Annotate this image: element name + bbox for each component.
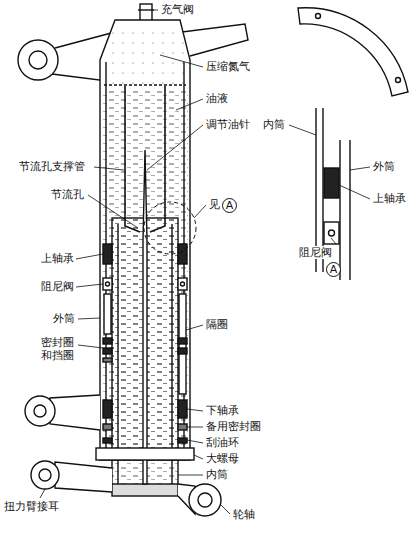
part-label: 上轴承 [40,252,75,265]
part-label: 内筒 [262,118,286,131]
part-label: 备用密封圈 [205,420,262,433]
part-label: 外筒 [372,160,396,173]
detail-callout: A [326,262,341,277]
part-label: 阻尼阀 [40,280,75,293]
part-label: 调节油针 [205,118,251,131]
part-label: 刮油环 [205,436,240,449]
part-label: 密封圈 和挡圈 [40,336,78,362]
part-label: 充气阀 [160,3,195,16]
part-label: 阻尼阀 [298,246,333,259]
detail-callout: A [222,198,237,213]
part-label: 压缩氮气 [205,60,251,73]
part-label: 大螺母 [205,452,240,465]
part-label: 轮轴 [232,508,256,521]
part-label: 节流孔支撑管 [18,160,86,173]
part-label: 上轴承 [372,192,407,205]
part-label: 见 [208,198,221,211]
part-label: 油液 [205,92,229,105]
part-label: 下轴承 [205,404,240,417]
part-label: 外筒 [52,312,76,325]
part-label: 隔圈 [205,318,229,331]
part-label: 节流孔 [50,188,85,201]
part-label: 内筒 [205,468,229,481]
part-label: 扭力臂接耳 [3,500,60,513]
